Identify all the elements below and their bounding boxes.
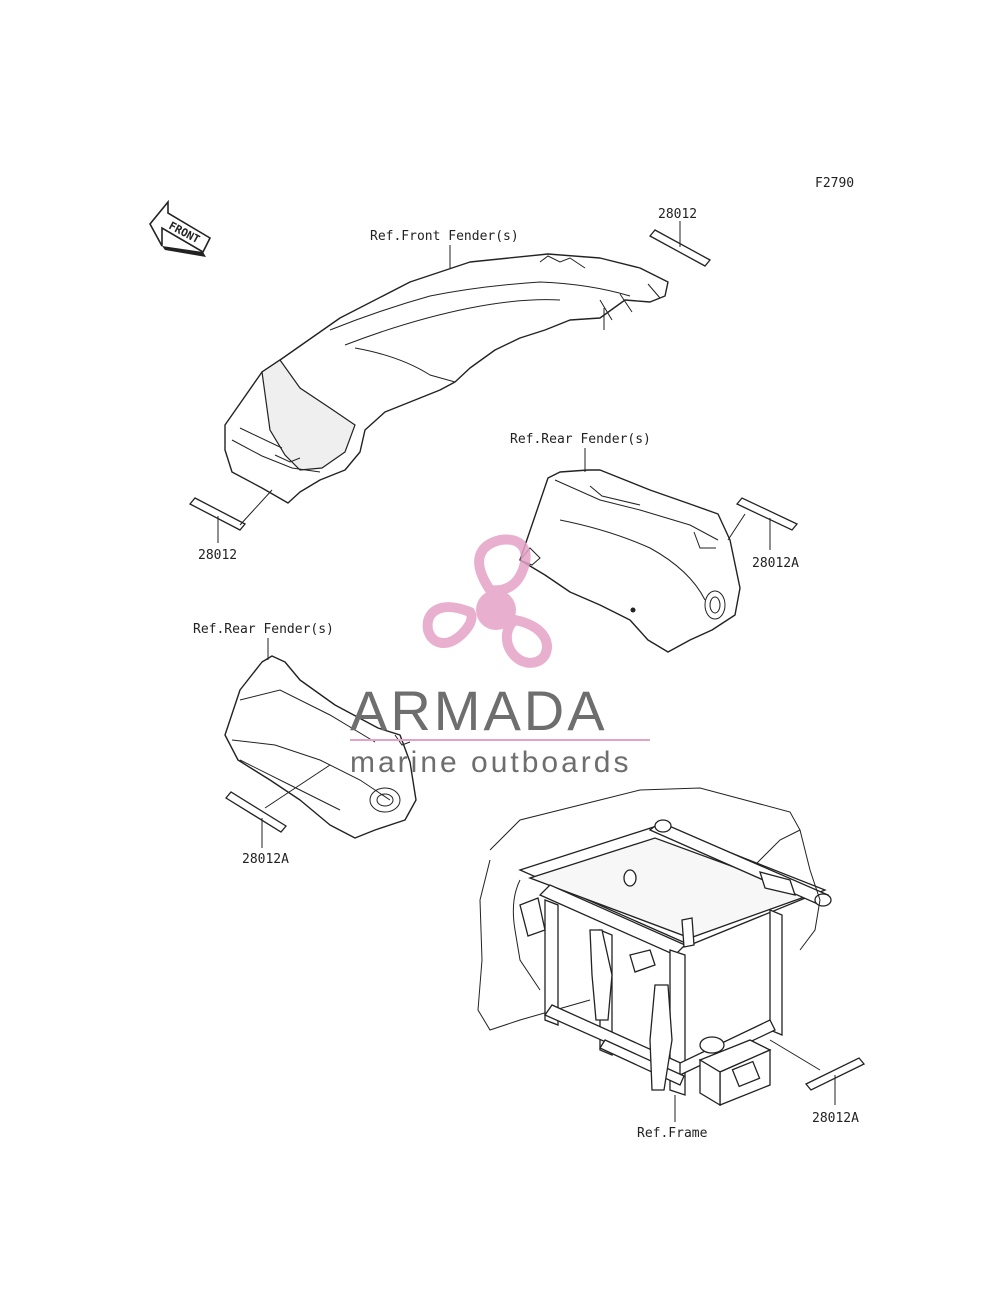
part-number-28012-top: 28012 — [658, 207, 697, 222]
ref-front-fender-label: Ref.Front Fender(s) — [370, 229, 519, 244]
part-number-28012A-right: 28012A — [752, 556, 799, 571]
watermark-brand: ARMADA — [350, 679, 608, 742]
front-fender-illustration — [224, 253, 669, 504]
propeller-icon — [422, 534, 552, 668]
watermark: ARMADA marine outboards — [350, 534, 650, 779]
decal-28012-left — [188, 489, 273, 543]
diagram-code: F2790 — [815, 176, 854, 191]
front-arrow-icon: FRONT — [149, 199, 212, 257]
watermark-tagline: marine outboards — [350, 746, 631, 779]
decal-28012A-frame — [769, 1039, 866, 1105]
decal-28012A-right — [727, 497, 799, 550]
part-number-28012-left: 28012 — [198, 548, 237, 563]
frame-illustration — [477, 787, 832, 1107]
ref-frame-label: Ref.Frame — [637, 1126, 708, 1141]
rear-fender-right-illustration — [519, 469, 741, 653]
decal-28012A-left-lower — [225, 764, 331, 848]
decal-28012-top — [648, 221, 712, 267]
ref-rear-fender-right-label: Ref.Rear Fender(s) — [510, 432, 651, 447]
part-number-28012A-left-lower: 28012A — [242, 852, 289, 867]
rear-fender-left-illustration — [224, 655, 417, 839]
part-number-28012A-frame: 28012A — [812, 1111, 859, 1126]
ref-rear-fender-left-label: Ref.Rear Fender(s) — [193, 622, 334, 637]
